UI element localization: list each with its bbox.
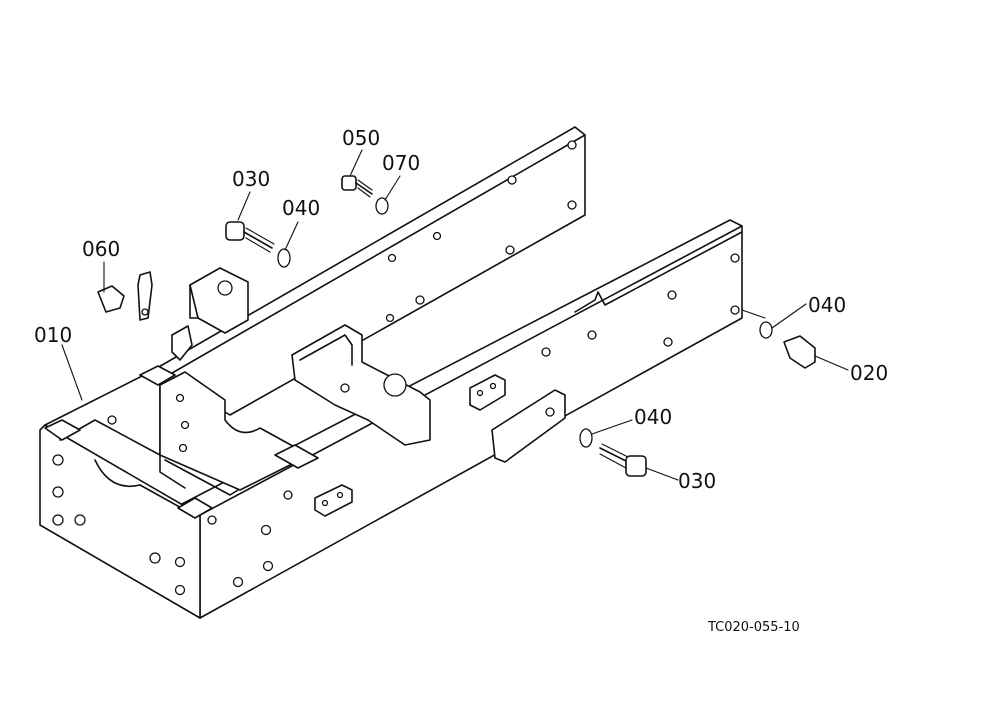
pin-connector xyxy=(171,325,193,361)
washer-070 xyxy=(375,197,389,215)
reinforcing-plate xyxy=(491,389,566,463)
figure-id: TC020-055-10 xyxy=(707,620,800,635)
connector-060 xyxy=(97,271,153,321)
bolt-030-upper xyxy=(225,221,275,253)
label-020: 020 xyxy=(850,361,888,385)
label-040-upper: 040 xyxy=(282,196,320,220)
leader-lines xyxy=(61,149,849,481)
label-050: 050 xyxy=(342,126,380,150)
bolt-020 xyxy=(783,335,816,369)
label-070: 070 xyxy=(382,151,420,175)
small-plate-upper xyxy=(469,374,506,411)
bolt-030-lower xyxy=(599,443,647,477)
label-040-lower: 040 xyxy=(634,405,672,429)
rear-bracket xyxy=(189,267,249,334)
washer-040-right xyxy=(759,321,773,339)
inner-cross-member xyxy=(159,371,319,496)
washer-040-upper xyxy=(277,248,291,268)
label-060: 060 xyxy=(82,237,120,261)
label-040-right: 040 xyxy=(808,293,846,317)
label-010: 010 xyxy=(34,323,72,347)
center-bracket xyxy=(291,324,431,446)
label-030-lower: 030 xyxy=(678,469,716,493)
bolt-050 xyxy=(341,175,373,198)
label-030-upper: 030 xyxy=(232,167,270,191)
washer-040-lower xyxy=(579,428,593,448)
small-plate-lower xyxy=(314,484,353,517)
front-end-plate xyxy=(39,365,213,619)
